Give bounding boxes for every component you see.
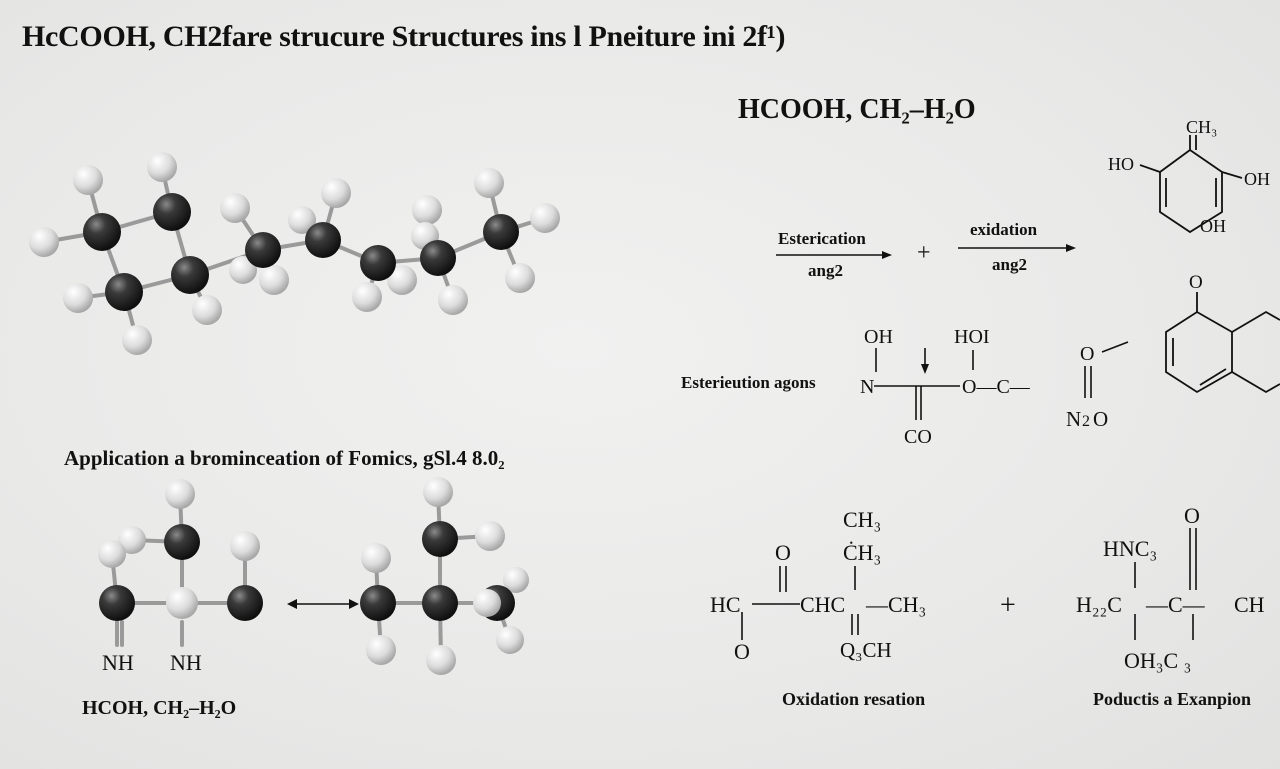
naph-o: O [1189, 272, 1203, 293]
brr-oh3c3: OH₃C ₃ [1124, 648, 1191, 673]
bottom-left-formula: HCOH, CH₂–H₂O [82, 697, 237, 719]
mid-o: O [1080, 343, 1094, 365]
n2o-bonds [1084, 341, 1129, 398]
n2o-sub: 2 [1082, 413, 1090, 430]
brr-o-top: O [1184, 503, 1200, 528]
molecule-bottom-left-b [360, 477, 529, 675]
esterification-sub: ang2 [808, 261, 843, 280]
mid-co: CO [904, 426, 932, 448]
mid-oh: OH [864, 326, 893, 348]
brr-ch-right: CH [1234, 592, 1265, 617]
ring-ho: HO [1108, 154, 1134, 174]
n2o-o: O [1093, 407, 1108, 431]
brr-c-mid: —C— [1145, 592, 1206, 617]
esterification-arrow [776, 251, 892, 259]
naphthalene-ring [1165, 292, 1280, 394]
nh-label-left: NH [102, 650, 134, 675]
ring-structure-top [1139, 135, 1243, 234]
oxidation-sub: ang2 [992, 255, 1027, 274]
ring-ch3: CH₃ [1186, 117, 1217, 137]
bottom-plus: + [1000, 590, 1016, 621]
carbon-atoms-top [83, 193, 519, 311]
middle-reaction-label: Esterieution agons [681, 373, 816, 392]
hydrogen-atoms-top [29, 152, 560, 355]
n2o-n: N [1066, 407, 1081, 431]
bottom-left-bonds [741, 566, 859, 640]
ring-oh-bottom: OH [1200, 216, 1226, 236]
page-title: HcCOOH, CH2fare strucure Structures ins … [22, 20, 786, 53]
br-chc: CHC [800, 592, 845, 617]
oxidation-label: exidation [970, 220, 1038, 239]
brr-h22c: H₂₂C [1076, 592, 1122, 617]
oxidation-caption: Oxidation resation [782, 689, 925, 709]
oxidation-arrow [958, 244, 1076, 252]
products-caption: Poductis a Exanpion [1093, 689, 1251, 709]
br-ch3-right: —CH₃ [865, 592, 926, 617]
br-o-bottom: O [734, 639, 750, 664]
ring-oh-right: OH [1244, 169, 1270, 189]
br-ch3-second: ĊH₃ [843, 540, 881, 565]
brr-hnc3: HNC₃ [1103, 536, 1157, 561]
bottom-right-bonds [1134, 528, 1197, 640]
nh-label-right: NH [170, 650, 202, 675]
mid-hoi: HOI [954, 326, 990, 348]
molecule-top-left [42, 165, 547, 342]
mid-n: N [860, 376, 874, 398]
molecule-bottom-left-a [98, 479, 263, 647]
arrow-plus: + [917, 240, 931, 266]
equilibrium-arrow [287, 599, 359, 609]
mid-o-c: O—C— [962, 376, 1031, 398]
br-q3ch: Q₃CH [840, 638, 892, 662]
br-ch3-top: CH₃ [843, 507, 881, 532]
right-heading: HCOOH, CH₂–H₂O [738, 94, 976, 125]
esterification-label: Esterication [778, 229, 866, 248]
br-hc: HC [710, 592, 741, 617]
application-label: Application a brominceation of Fomics, g… [64, 446, 505, 470]
br-o-top: O [775, 540, 791, 565]
middle-bonds [874, 348, 974, 420]
